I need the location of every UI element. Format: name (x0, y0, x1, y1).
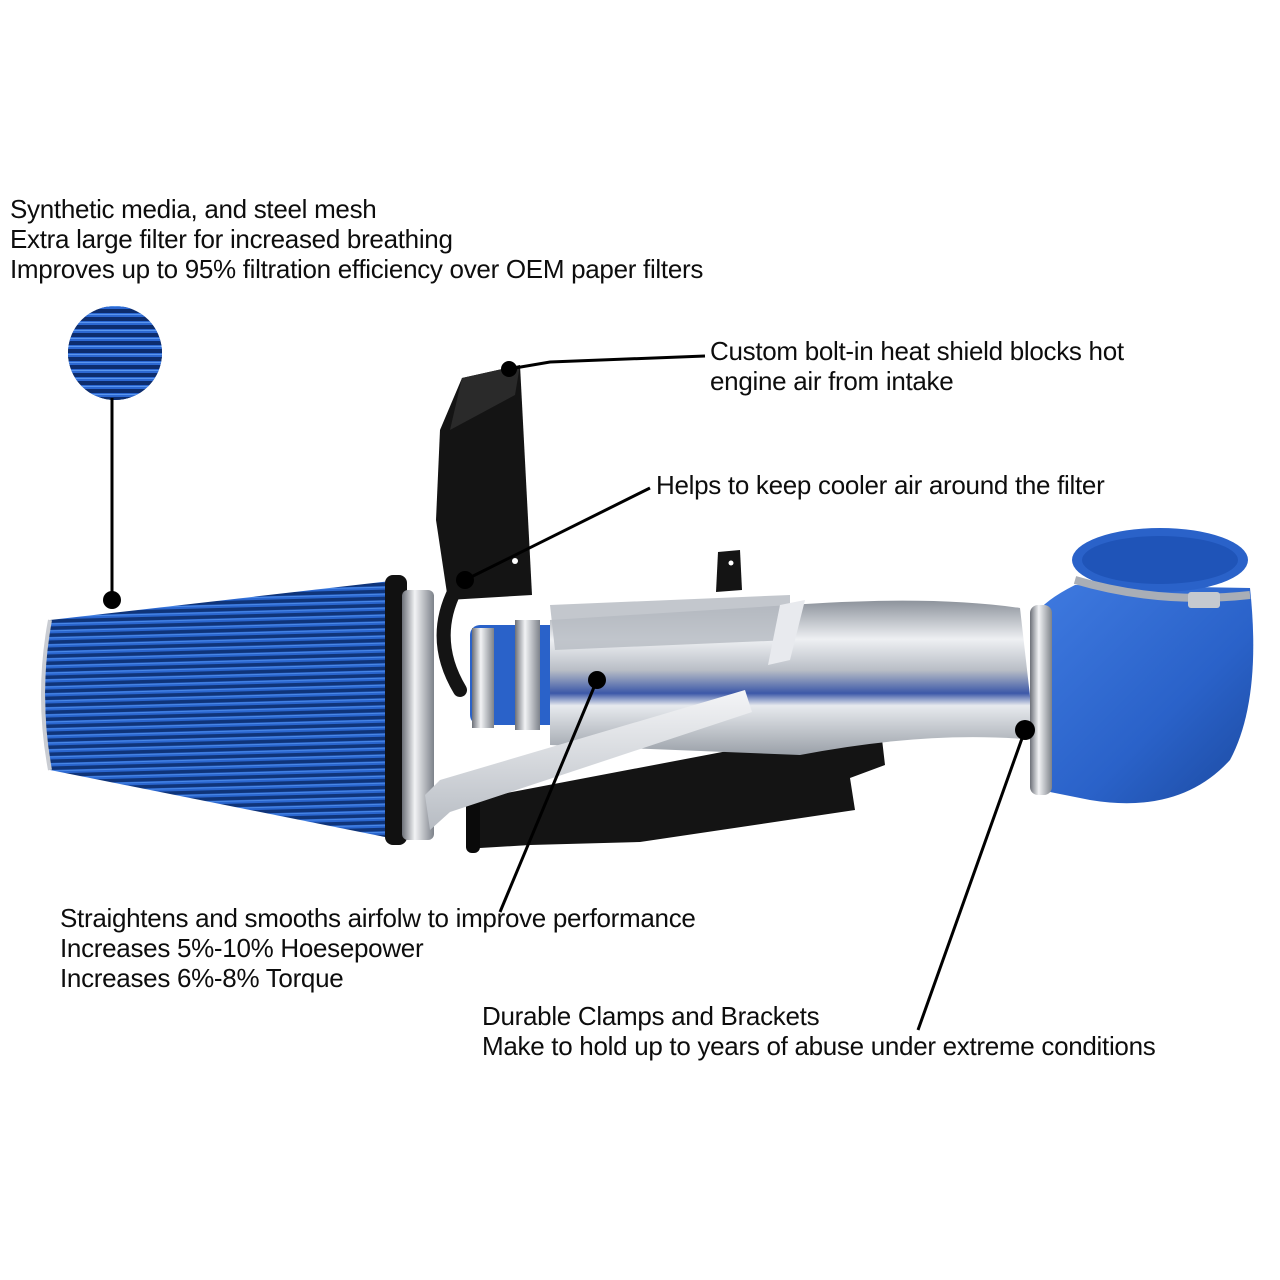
airflow-callout-line-2: Increases 5%-10% Hoesepower (60, 933, 424, 963)
clamps-callout-text: Durable Clamps and Brackets Make to hold… (482, 1001, 1156, 1061)
clamps-callout-line-2: Make to hold up to years of abuse under … (482, 1031, 1156, 1061)
filter-callout-line-2: Extra large filter for increased breathi… (10, 224, 453, 254)
silicone-elbow-coupler (1030, 528, 1254, 804)
airflow-callout-line-3: Increases 6%-8% Torque (60, 963, 344, 993)
lower-heat-shield (466, 722, 885, 853)
heat-shield-callout-line-2: engine air from intake (710, 366, 954, 396)
filter-callout-text: Synthetic media, and steel mesh Extra la… (10, 194, 703, 284)
breather-hose (436, 583, 467, 697)
support-bracket (425, 690, 752, 830)
clamps-callout-line-1: Durable Clamps and Brackets (482, 1001, 820, 1031)
filter-coupler (470, 620, 560, 730)
heat-shield (436, 365, 742, 600)
air-filter-cone (41, 575, 434, 845)
callout-markers (103, 354, 1035, 1031)
airflow-callout-line-1: Straightens and smooths airfolw to impro… (60, 903, 696, 933)
cooler-air-callout-line-1: Helps to keep cooler air around the filt… (656, 470, 1105, 500)
heat-shield-callout-text: Custom bolt-in heat shield blocks hot en… (710, 336, 1124, 396)
cooler-air-callout-text: Helps to keep cooler air around the filt… (656, 470, 1105, 500)
airflow-callout-text: Straightens and smooths airfolw to impro… (60, 903, 696, 993)
heat-shield-callout-line-1: Custom bolt-in heat shield blocks hot (710, 336, 1124, 366)
filter-callout-line-3: Improves up to 95% filtration efficiency… (10, 254, 704, 284)
filter-callout-line-1: Synthetic media, and steel mesh (10, 194, 377, 224)
filter-media-closeup (68, 306, 162, 400)
